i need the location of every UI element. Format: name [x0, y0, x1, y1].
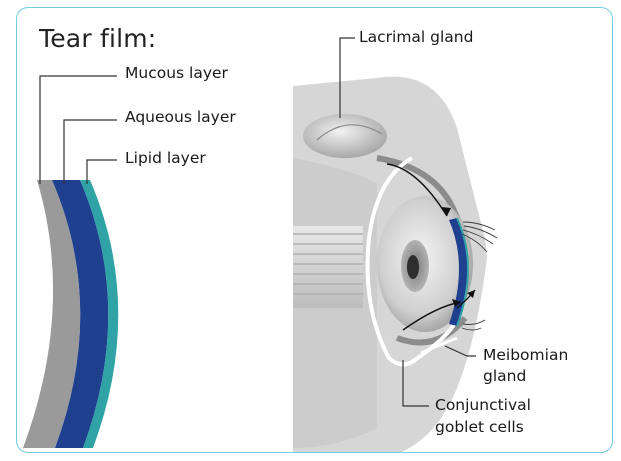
figure-frame: Tear film: Mucous layer Aqueous layer Li…: [16, 7, 613, 453]
lipid-layer-label: Lipid layer: [125, 148, 206, 169]
tear-film-cross-section: [23, 180, 118, 448]
aqueous-layer-label: Aqueous layer: [125, 107, 236, 128]
lacrimal-gland-shape: [303, 114, 387, 158]
aqueous-leader: [64, 120, 117, 184]
eye-muscle: [293, 226, 363, 308]
goblet-cells-label-line2: goblet cells: [435, 417, 524, 438]
mucous-layer-label: Mucous layer: [125, 63, 228, 84]
goblet-cells-label-line1: Conjunctival: [435, 395, 531, 416]
lacrimal-gland-label: Lacrimal gland: [359, 27, 473, 48]
lipid-leader: [87, 160, 117, 184]
meibomian-gland-label-line2: gland: [483, 366, 526, 387]
diagram-title: Tear film:: [39, 24, 156, 53]
mucous-leader: [40, 76, 117, 184]
pupil: [407, 255, 419, 279]
meibomian-gland-label-line1: Meibomian: [483, 345, 568, 366]
tear-film-leaders: [40, 76, 117, 184]
